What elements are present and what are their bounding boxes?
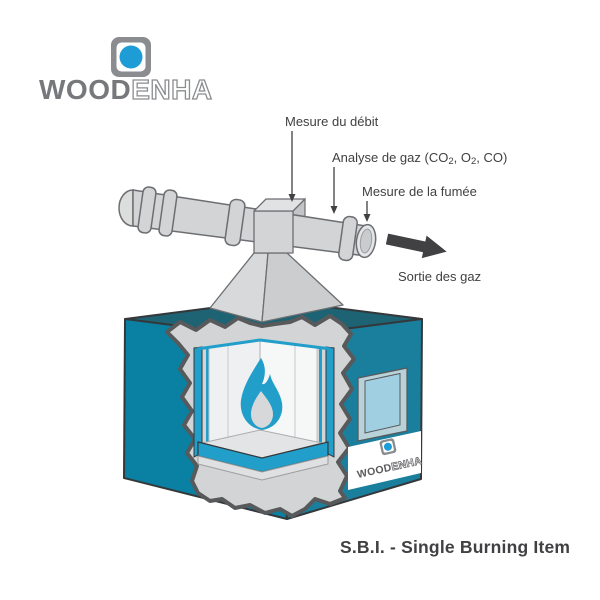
flow-label: Mesure du débit — [285, 114, 379, 129]
pipe-collar — [158, 189, 178, 237]
window-pane — [364, 372, 401, 434]
chamber-left-strip-inner — [206, 349, 209, 451]
gas-label: Analyse de gaz (CO2, O2, CO) — [332, 150, 507, 167]
logo-wordmark: WOODENHA — [39, 74, 213, 105]
exhaust-pipe — [118, 186, 377, 262]
smoke-arrowhead-icon — [363, 214, 371, 222]
flow-arrowhead-icon — [288, 194, 296, 202]
caption: S.B.I. - Single Burning Item — [340, 537, 570, 557]
outlet-label: Sortie des gaz — [398, 269, 481, 284]
flame-icon — [240, 358, 283, 430]
label-logo-mark-icon — [379, 438, 397, 456]
pipe-end-cap — [118, 189, 134, 227]
pipe-end-ring — [355, 223, 377, 259]
annotation-gas: Analyse de gaz (CO2, O2, CO) — [330, 150, 507, 214]
pipe-collar — [224, 198, 246, 247]
smoke-label: Mesure de la fumée — [362, 184, 477, 199]
combustion-chamber — [193, 338, 335, 481]
chamber-right-strip-inner — [319, 349, 322, 451]
annotation-flow: Mesure du débit — [285, 114, 379, 202]
logo-mark-icon — [111, 37, 151, 77]
annotation-smoke: Mesure de la fumée — [362, 184, 477, 222]
brand-logo: WOODENHA — [39, 37, 213, 106]
pipe-collar — [338, 215, 358, 262]
pipe-collar — [137, 186, 157, 234]
chamber-right-strip — [325, 346, 335, 458]
outlet-arrow-icon — [385, 233, 447, 259]
apparatus-brand-label: WOODENHA — [348, 431, 424, 490]
observation-window — [357, 367, 408, 442]
gas-arrowhead-icon — [330, 206, 338, 214]
gas-outlet: Sortie des gaz — [385, 233, 481, 284]
pipe-junction-box — [253, 198, 306, 254]
chamber-left-strip — [193, 346, 203, 458]
